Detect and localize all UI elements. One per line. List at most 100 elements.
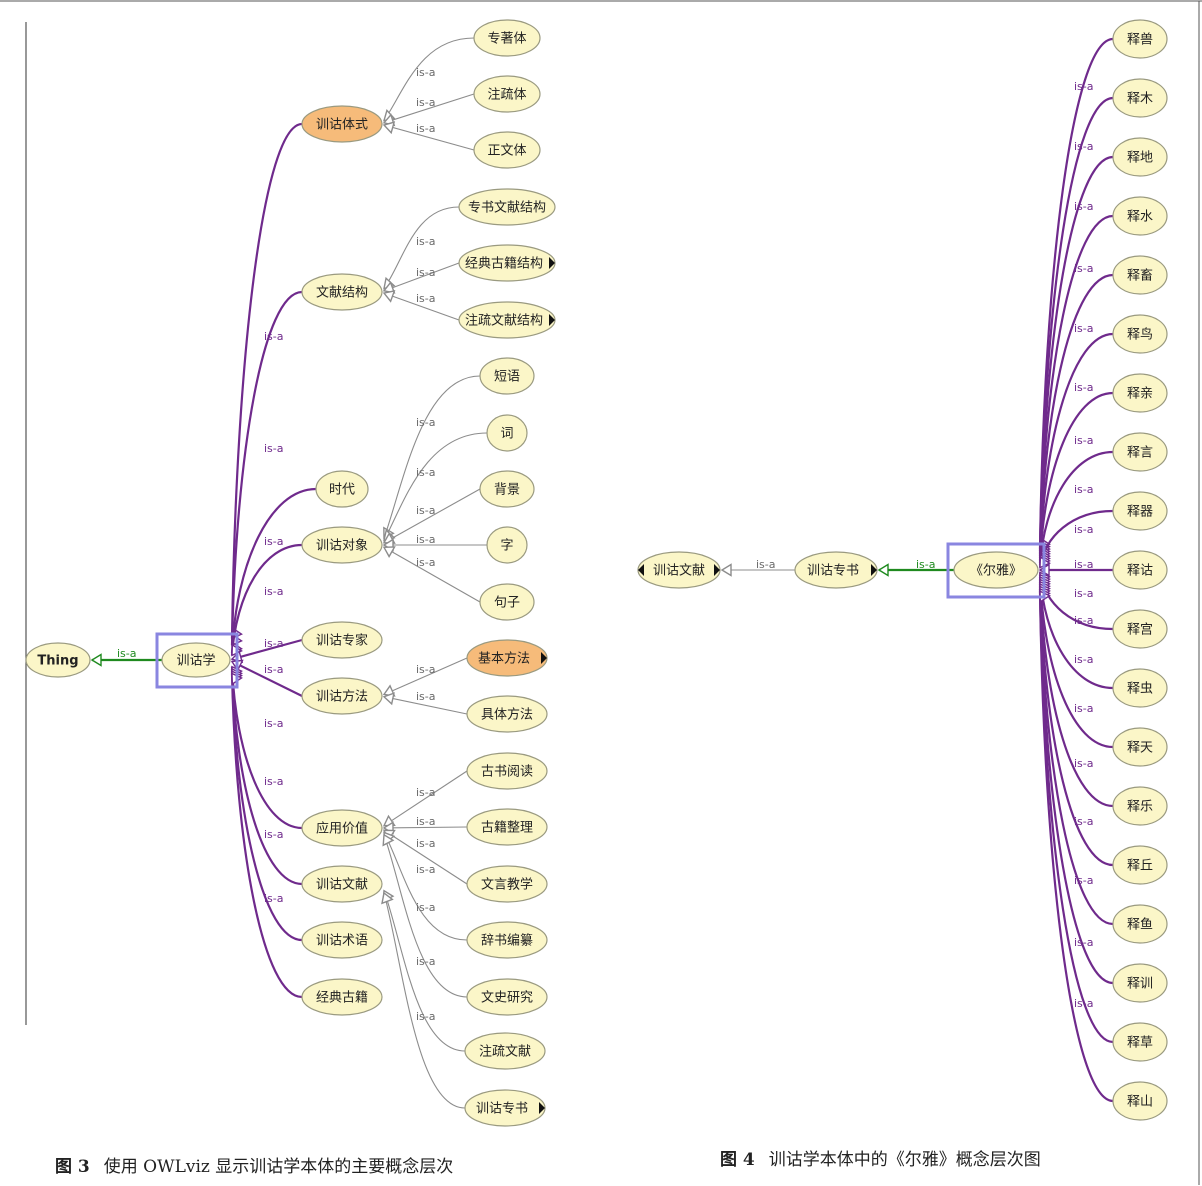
fig4-node-label-c10: 释宫 bbox=[1127, 623, 1153, 638]
fig4-node-c15[interactable]: 释鱼 bbox=[1112, 904, 1168, 944]
fig3-node-fangfa[interactable]: 训诂方法 bbox=[301, 677, 383, 715]
fig3-node-cishu[interactable]: 辞书编纂 bbox=[466, 921, 548, 959]
expand-right-icon[interactable] bbox=[549, 257, 555, 269]
fig3-node-shidai[interactable]: 时代 bbox=[315, 470, 369, 508]
fig3-node-label-thing: Thing bbox=[37, 654, 78, 669]
fig4-edge-label-erya: is-a bbox=[916, 558, 936, 571]
fig4-node-label-c15: 释鱼 bbox=[1127, 917, 1153, 933]
fig4-node-c14[interactable]: 释丘 bbox=[1112, 845, 1168, 885]
fig3-node-zhengwen[interactable]: 正文体 bbox=[473, 131, 541, 169]
fig3-node-beijing[interactable]: 背景 bbox=[479, 470, 535, 508]
fig3-node-label-zhushu_wenxian: 注疏文献 bbox=[479, 1045, 531, 1060]
fig3-edge-label-juti: is-a bbox=[416, 690, 436, 703]
fig3-node-yingyong[interactable]: 应用价值 bbox=[301, 809, 383, 847]
fig4-node-c17[interactable]: 释草 bbox=[1112, 1022, 1168, 1062]
fig4-node-label-c11: 释虫 bbox=[1127, 682, 1153, 697]
fig4-node-c6[interactable]: 释亲 bbox=[1112, 373, 1168, 413]
fig3-node-ellipse-wenxian_jiegou bbox=[301, 273, 383, 311]
fig3-node-zhuanjia[interactable]: 训诂专家 bbox=[301, 621, 383, 659]
fig3-node-label-wenxian_jiegou: 文献结构 bbox=[316, 286, 368, 301]
fig4-arrowhead-zhuanshu bbox=[720, 563, 732, 577]
fig4-node-c8[interactable]: 释器 bbox=[1112, 491, 1168, 531]
fig3-node-shuyu[interactable]: 训诂术语 bbox=[301, 921, 383, 959]
fig3-node-zhuanshu_jiegou[interactable]: 专书文献结构 bbox=[458, 188, 556, 226]
fig3-node-label-jiben: 基本方法 bbox=[478, 651, 530, 667]
fig3-node-thing[interactable]: Thing bbox=[25, 642, 91, 678]
expand-right-icon[interactable] bbox=[539, 1102, 545, 1114]
fig4-edge-label-c3: is-a bbox=[1074, 262, 1094, 275]
fig3-node-label-beijing: 背景 bbox=[494, 483, 520, 498]
fig3-node-wenyan[interactable]: 文言教学 bbox=[466, 865, 548, 903]
fig3-node-label-duanyu: 短语 bbox=[494, 370, 520, 385]
fig3-node-ellipse-thing bbox=[25, 642, 91, 678]
fig4-node-c10[interactable]: 释宫 bbox=[1112, 609, 1168, 649]
fig3-node-ellipse-fangfa bbox=[301, 677, 383, 715]
expand-left-icon[interactable] bbox=[638, 564, 644, 576]
fig3-node-zhuanzhu[interactable]: 专著体 bbox=[473, 19, 541, 57]
fig3-node-guji_zhengli[interactable]: 古籍整理 bbox=[466, 808, 548, 846]
fig4-node-label-c12: 释天 bbox=[1127, 741, 1153, 756]
fig4-node-erya[interactable]: 《尔雅》 bbox=[953, 551, 1039, 589]
fig3-node-jiben[interactable]: 基本方法 bbox=[466, 639, 548, 677]
fig3-node-label-gushu: 古书阅读 bbox=[481, 765, 533, 780]
fig4-node-c11[interactable]: 释虫 bbox=[1112, 668, 1168, 708]
fig3-node-label-zhushu_jiegou: 注疏文献结构 bbox=[465, 314, 543, 329]
fig3-node-jingdian[interactable]: 经典古籍 bbox=[301, 978, 383, 1016]
expand-right-icon[interactable] bbox=[871, 564, 877, 576]
fig4-node-c3[interactable]: 释水 bbox=[1112, 196, 1168, 236]
fig4-node-c16[interactable]: 释训 bbox=[1112, 963, 1168, 1003]
fig3-node-label-wenyan: 文言教学 bbox=[481, 877, 533, 893]
fig3-edge-label-zhushu_jiegou: is-a bbox=[416, 292, 436, 305]
fig4-node-c0[interactable]: 释兽 bbox=[1112, 19, 1168, 59]
fig4-node-ellipse-c3 bbox=[1112, 196, 1168, 236]
fig3-node-duanyu[interactable]: 短语 bbox=[479, 357, 535, 395]
fig4-node-ellipse-c10 bbox=[1112, 609, 1168, 649]
fig4-node-c18[interactable]: 释山 bbox=[1112, 1081, 1168, 1121]
fig3-node-duixiang[interactable]: 训诂对象 bbox=[301, 526, 383, 564]
fig3-node-zhushu_wenxian[interactable]: 注疏文献 bbox=[464, 1032, 546, 1070]
fig3-node-zhuanshu[interactable]: 训诂专书 bbox=[464, 1089, 546, 1127]
fig3-node-label-jingdian_jiegou: 经典古籍结构 bbox=[465, 256, 543, 272]
expand-right-icon[interactable] bbox=[549, 314, 555, 326]
fig4-node-c13[interactable]: 释乐 bbox=[1112, 786, 1168, 826]
fig3-edge-label-jingdian: is-a bbox=[264, 892, 284, 905]
fig3-edge-label-beijing: is-a bbox=[416, 504, 436, 517]
fig3-node-tishi[interactable]: 训诂体式 bbox=[301, 105, 383, 143]
fig3-edge-juzi-to-duixiang bbox=[383, 546, 481, 603]
fig3-node-wenshi[interactable]: 文史研究 bbox=[466, 978, 548, 1016]
fig4-node-wenxian[interactable]: 训诂文献 bbox=[637, 551, 721, 589]
fig3-node-label-shuyu: 训诂术语 bbox=[316, 934, 368, 949]
fig4-node-c12[interactable]: 释天 bbox=[1112, 727, 1168, 767]
fig4-node-c9[interactable]: 释诂 bbox=[1112, 550, 1168, 590]
fig4-node-c7[interactable]: 释言 bbox=[1112, 432, 1168, 472]
fig3-node-ellipse-duixiang bbox=[301, 526, 383, 564]
fig4-edge-c5-to-erya bbox=[1038, 332, 1114, 561]
fig4-edge-label-zhuanshu: is-a bbox=[756, 558, 776, 571]
fig3-node-zi[interactable]: 字 bbox=[486, 526, 528, 564]
expand-right-icon[interactable] bbox=[714, 564, 720, 576]
fig3-node-ci[interactable]: 词 bbox=[486, 414, 528, 452]
fig3-node-label-zhushu: 注疏体 bbox=[487, 88, 526, 103]
fig3-node-wenxian_jiegou[interactable]: 文献结构 bbox=[301, 273, 383, 311]
fig4-node-zhuanshu[interactable]: 训诂专书 bbox=[794, 551, 878, 589]
fig3-node-juti[interactable]: 具体方法 bbox=[466, 695, 548, 733]
fig4-node-label-c14: 释丘 bbox=[1127, 859, 1153, 874]
fig4-node-ellipse-c14 bbox=[1112, 845, 1168, 885]
fig3-node-xungu[interactable]: 训诂学 bbox=[161, 642, 231, 678]
fig3-node-juzi[interactable]: 句子 bbox=[479, 583, 535, 621]
fig4-node-c2[interactable]: 释地 bbox=[1112, 137, 1168, 177]
fig3-node-zhushu[interactable]: 注疏体 bbox=[473, 75, 541, 113]
fig4-node-c4[interactable]: 释畜 bbox=[1112, 255, 1168, 295]
fig4-node-label-c16: 释训 bbox=[1127, 977, 1153, 992]
fig3-node-ellipse-xungu_wenxian bbox=[301, 865, 383, 903]
expand-right-icon[interactable] bbox=[541, 652, 547, 664]
fig3-node-jingdian_jiegou[interactable]: 经典古籍结构 bbox=[458, 244, 556, 282]
fig3-edge-juti-to-fangfa bbox=[383, 696, 468, 715]
fig3-node-gushu[interactable]: 古书阅读 bbox=[466, 752, 548, 790]
fig3-node-zhushu_jiegou[interactable]: 注疏文献结构 bbox=[458, 301, 556, 339]
fig4-node-c5[interactable]: 释鸟 bbox=[1112, 314, 1168, 354]
fig4-node-c1[interactable]: 释木 bbox=[1112, 78, 1168, 118]
fig4-node-label-c18: 释山 bbox=[1127, 1095, 1153, 1110]
fig3-node-xungu_wenxian[interactable]: 训诂文献 bbox=[301, 865, 383, 903]
fig3-edge-label-wenshi: is-a bbox=[416, 901, 436, 914]
